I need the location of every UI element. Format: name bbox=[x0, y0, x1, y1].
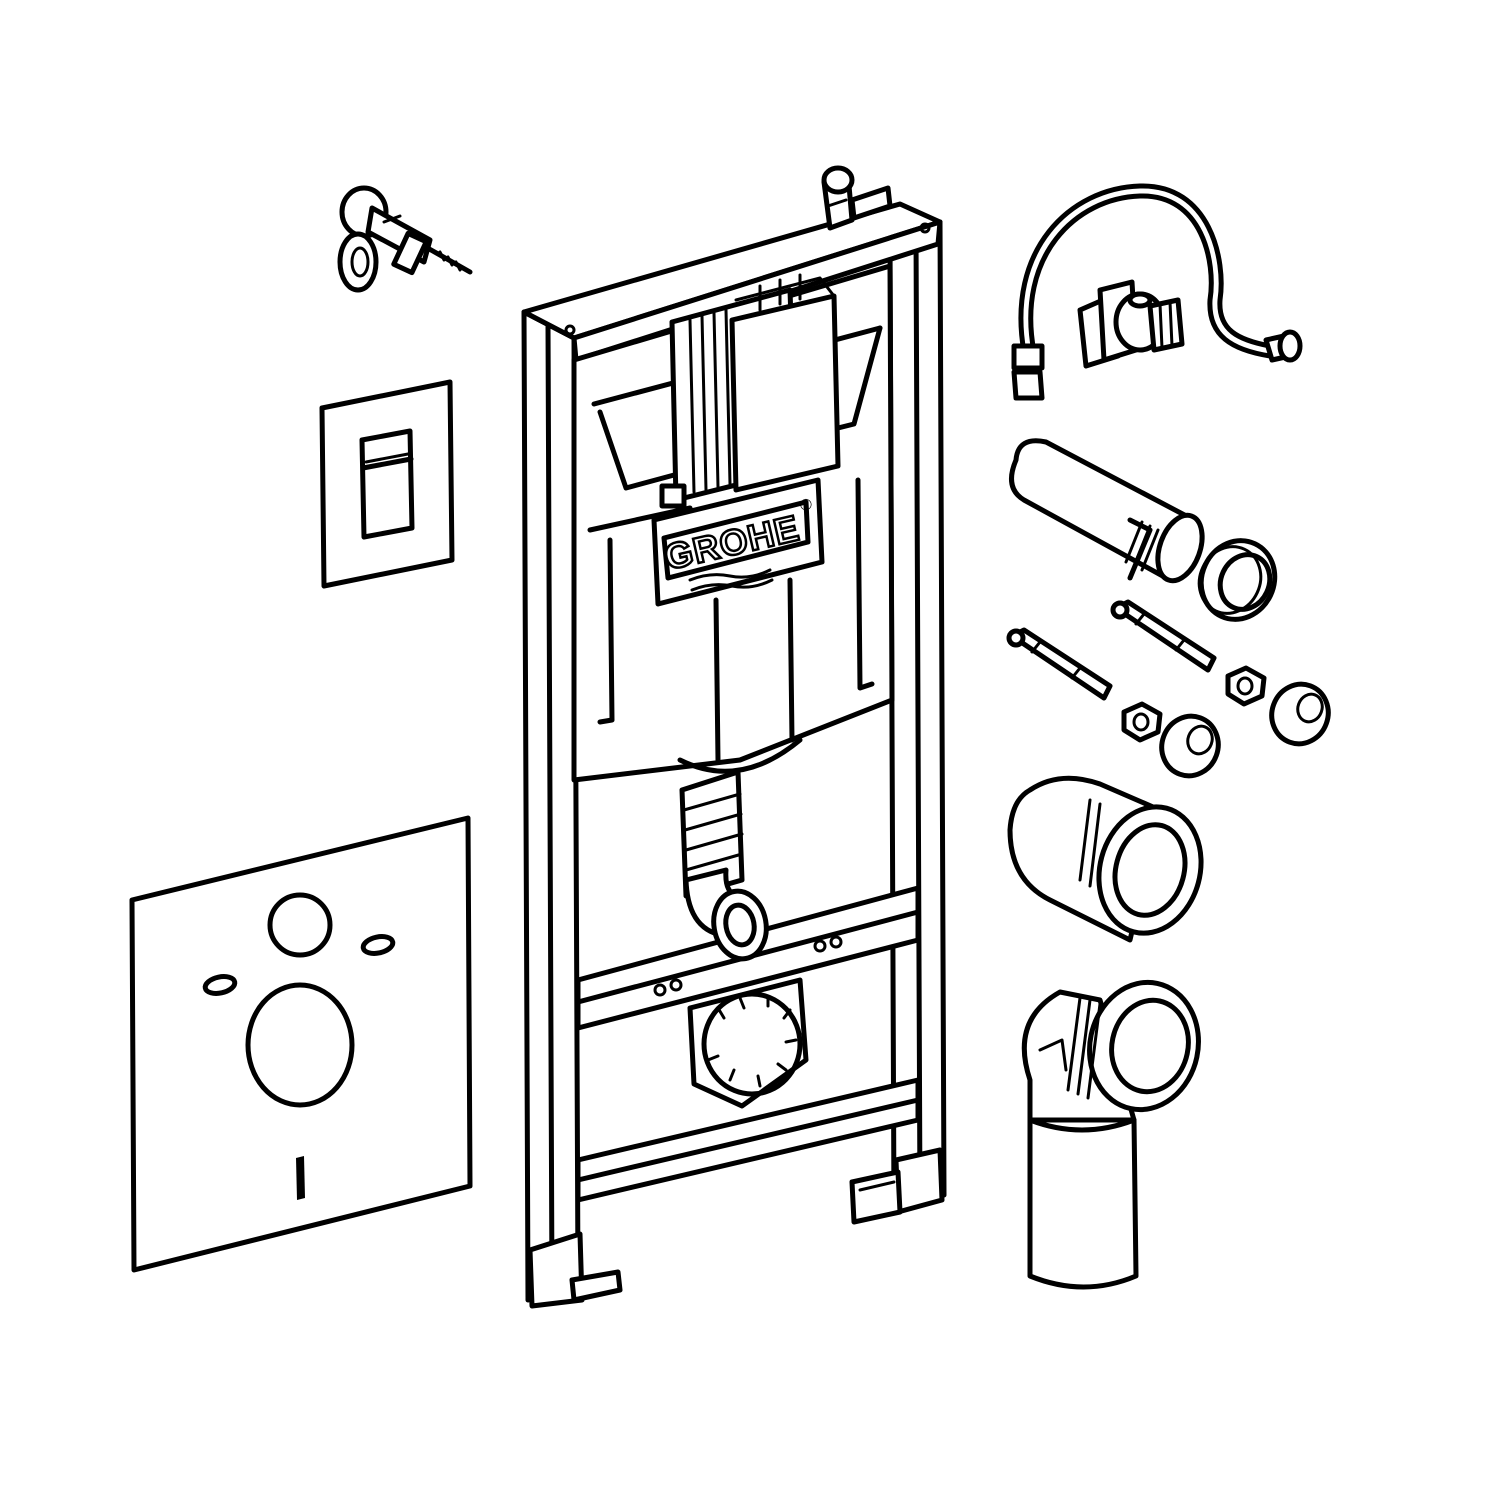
angle-valve bbox=[1077, 279, 1185, 369]
logo-plate: GROHE ® bbox=[651, 477, 825, 607]
flush-pipe bbox=[679, 769, 769, 962]
seal-ring bbox=[1197, 538, 1278, 622]
flush-plate bbox=[319, 379, 455, 589]
cap-nut-left bbox=[1159, 713, 1221, 779]
hex-nut-right bbox=[1225, 665, 1267, 707]
cap-nut-right bbox=[1269, 681, 1331, 747]
registered-mark: ® bbox=[800, 497, 812, 514]
sound-insulation-pad bbox=[129, 815, 473, 1273]
connector-tube bbox=[1009, 438, 1205, 584]
supply-hose bbox=[1011, 183, 1303, 401]
mounting-frame bbox=[521, 165, 947, 1309]
threaded-rod-left bbox=[1006, 627, 1113, 701]
hex-nut-left bbox=[1121, 701, 1163, 743]
flush-valve-box bbox=[659, 273, 841, 509]
outlet-bracket bbox=[687, 977, 809, 1109]
elbow-outlet-connector bbox=[1021, 979, 1201, 1290]
threaded-rod-right bbox=[1110, 599, 1217, 673]
wall-anchor-bolt bbox=[337, 185, 473, 293]
straight-outlet-connector bbox=[1007, 775, 1204, 943]
